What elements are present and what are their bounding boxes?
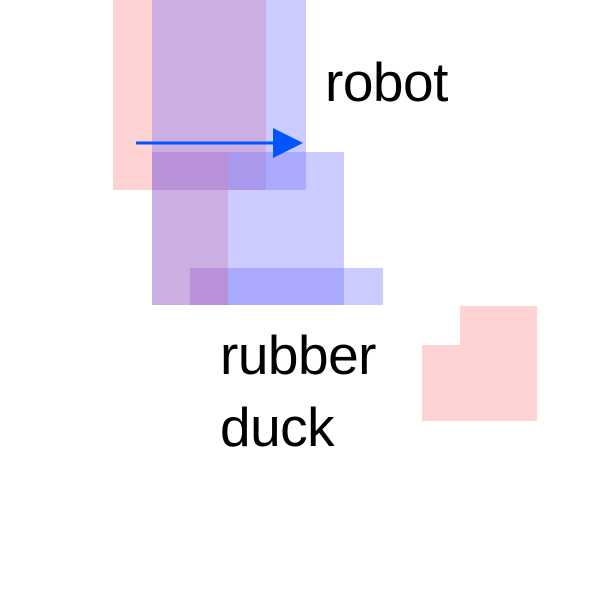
robot-label: robot bbox=[325, 51, 448, 113]
rubber-label: rubber bbox=[220, 324, 376, 386]
robot-pink-rect bbox=[113, 0, 266, 190]
bottom-pink-rect bbox=[190, 268, 228, 305]
robot-blue-rect bbox=[152, 0, 306, 190]
duck-pink-upper-rect bbox=[460, 306, 537, 345]
middle-pink-rect bbox=[152, 152, 228, 305]
duck-label: duck bbox=[220, 396, 335, 458]
bottom-blue-rect bbox=[190, 268, 383, 305]
duck-pink-lower-rect bbox=[422, 345, 537, 421]
middle-blue-rect bbox=[152, 152, 344, 305]
